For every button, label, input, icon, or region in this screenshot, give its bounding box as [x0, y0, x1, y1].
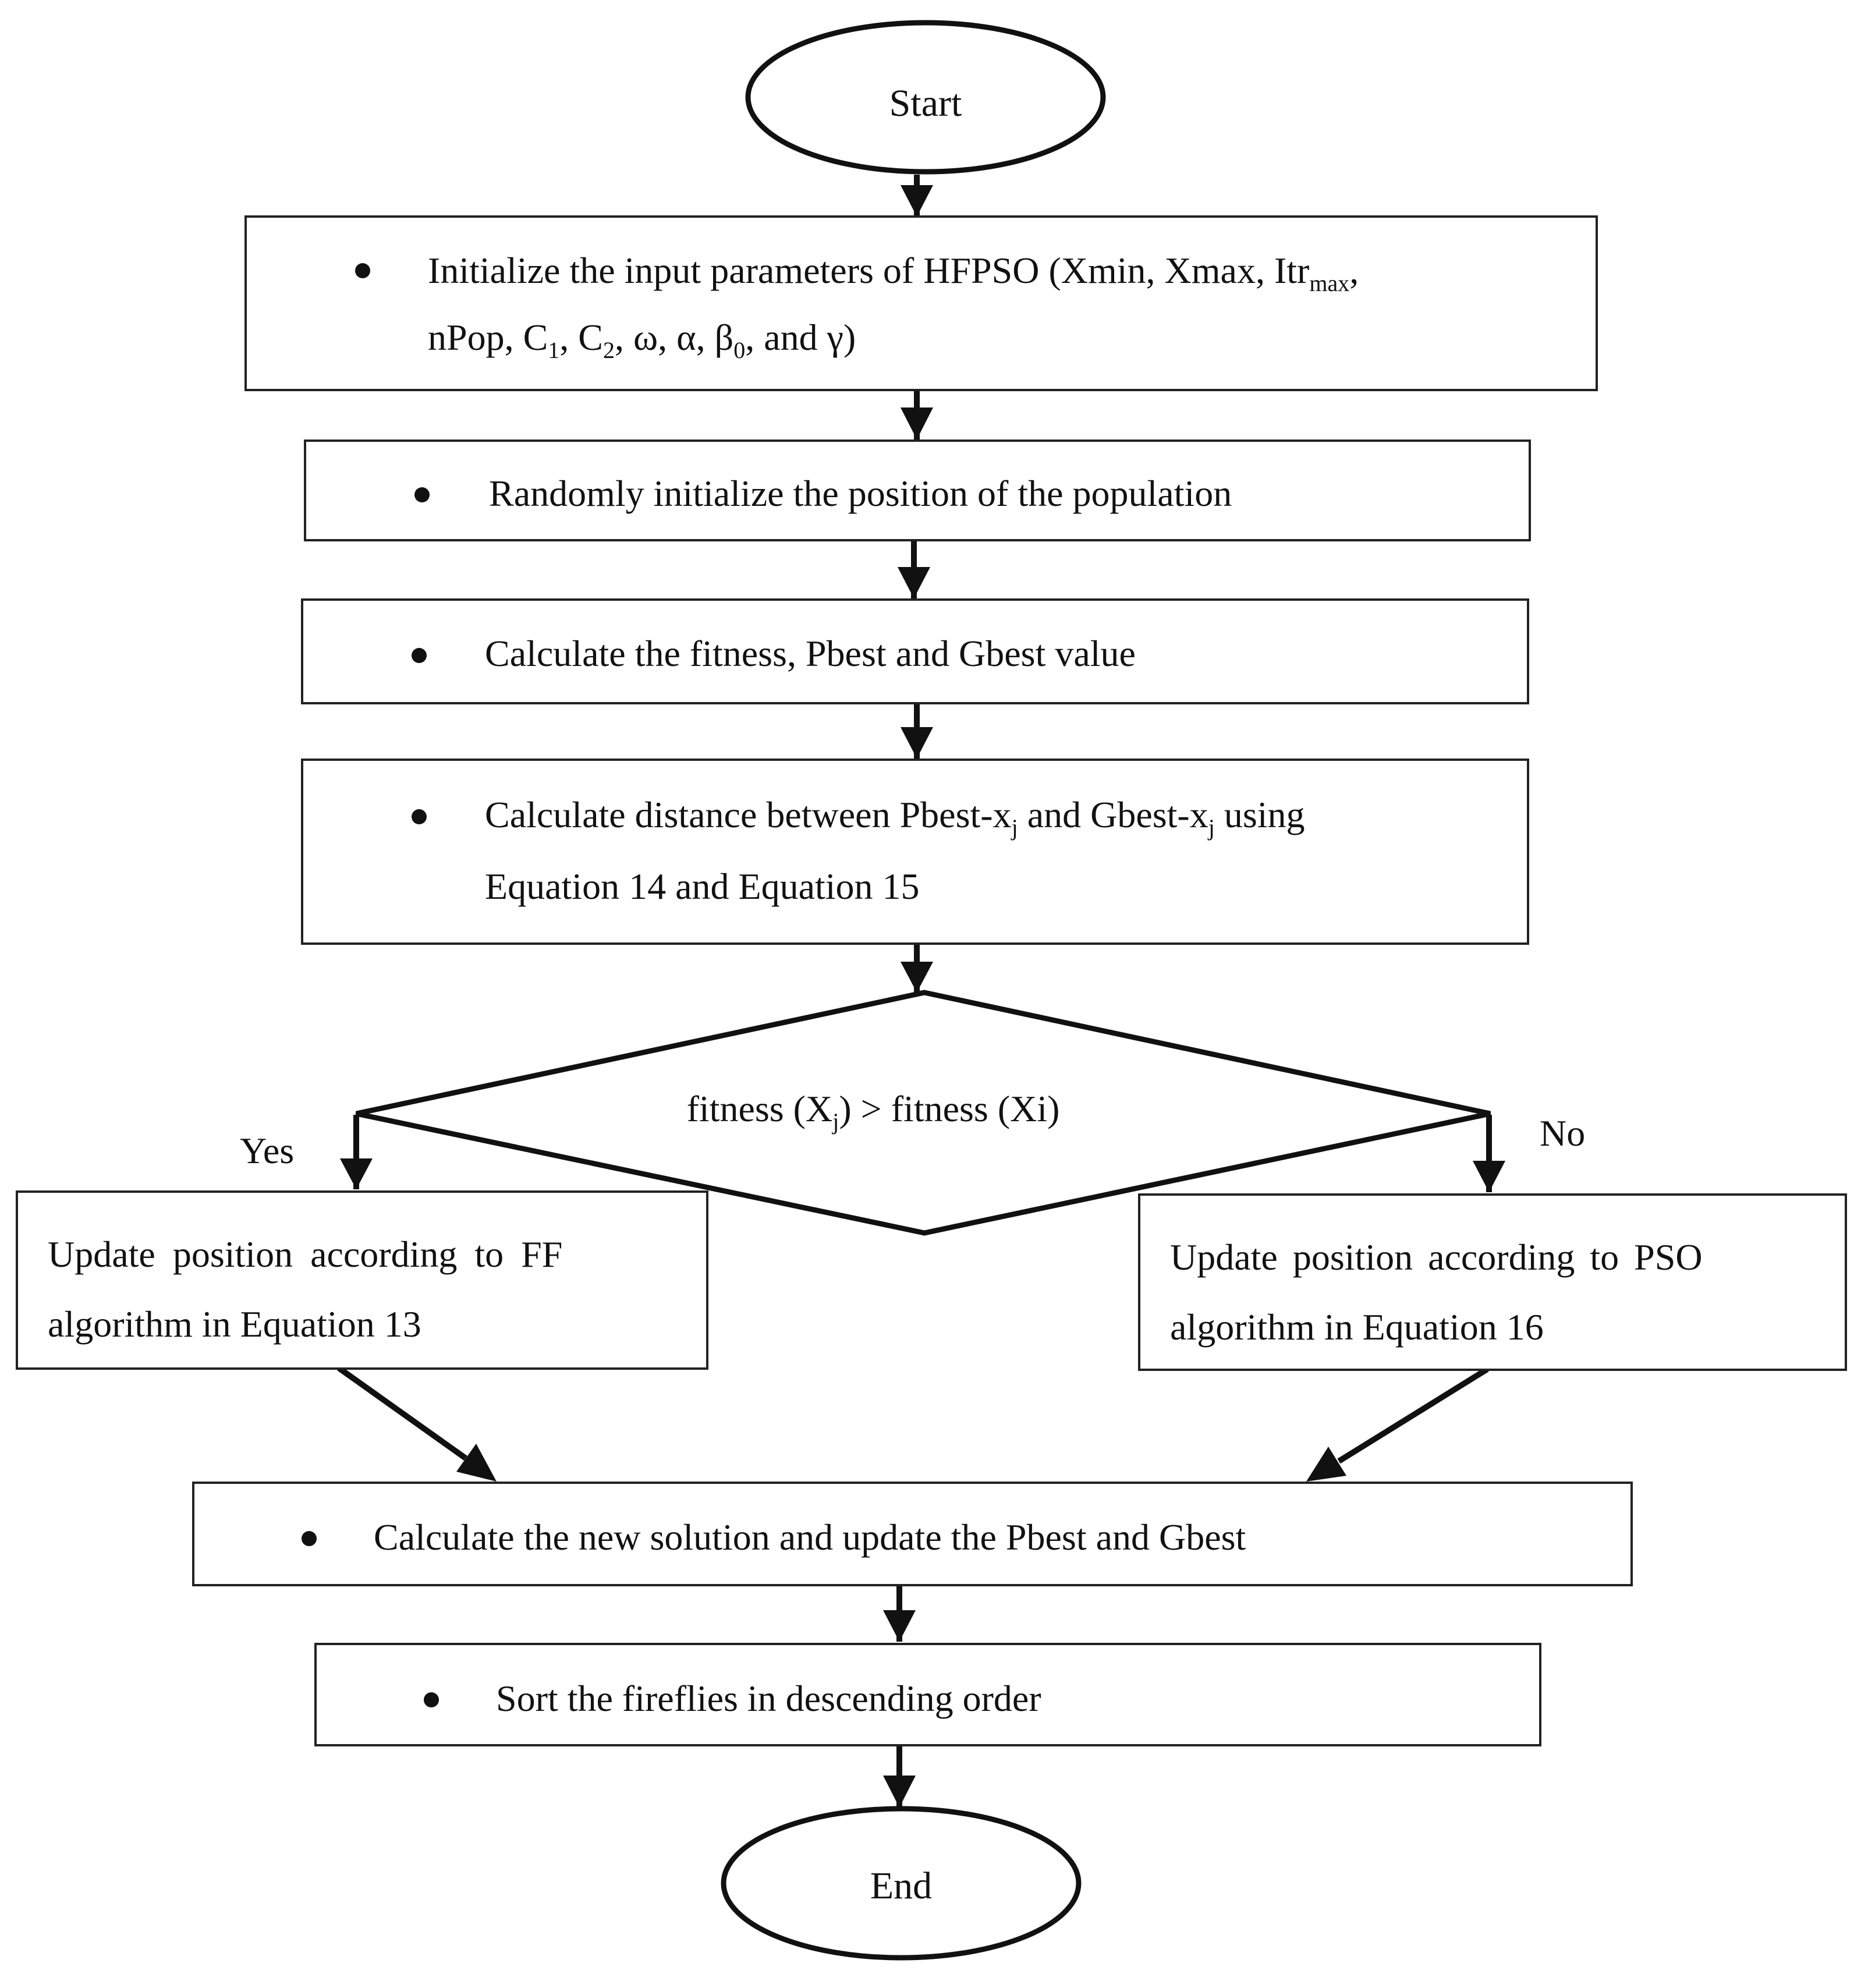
arrow-ff-to-new-solution	[337, 1365, 467, 1461]
bullet-icon	[355, 263, 370, 278]
bullet-icon	[424, 1692, 439, 1707]
update-pso-line1: Update position according to PSO	[1170, 1236, 1703, 1278]
yes-label: Yes	[240, 1130, 295, 1171]
no-label: No	[1540, 1112, 1586, 1154]
update-ff-line1: Update position according to FF	[48, 1234, 563, 1275]
start-label: Start	[889, 82, 962, 125]
calc-fitness-label: Calculate the fitness, Pbest and Gbest v…	[485, 633, 1136, 674]
update-pso-box	[1138, 1193, 1847, 1371]
sort-label: Sort the fireflies in descending order	[496, 1678, 1041, 1719]
sort-box	[314, 1643, 1541, 1746]
random-init-box	[304, 440, 1531, 541]
arrow-pso-to-new-solution	[1337, 1366, 1489, 1464]
init-parameters-box	[244, 215, 1598, 391]
bullet-icon	[412, 648, 427, 663]
init-parameters-line1: Initialize the input parameters of HFPSO…	[428, 250, 1359, 296]
end-oval	[721, 1806, 1082, 1961]
update-ff-box	[16, 1190, 708, 1370]
bullet-icon	[302, 1531, 317, 1546]
random-init-label: Randomly initialize the position of the …	[489, 473, 1232, 514]
end-label: End	[870, 1865, 933, 1907]
new-solution-label: Calculate the new solution and update th…	[374, 1516, 1246, 1558]
update-pso-line2: algorithm in Equation 16	[1170, 1306, 1544, 1348]
calc-distance-line1: Calculate distance between Pbest-xj and …	[485, 794, 1305, 841]
init-parameters-line2: nPop, C1, C2, ω, α, β0, and γ)	[428, 317, 856, 363]
decision-diamond	[356, 990, 1491, 1236]
bullet-icon	[414, 487, 430, 502]
bullet-icon	[412, 809, 427, 824]
decision-label: fitness (Xj) > fitness (Xi)	[686, 1088, 1060, 1135]
calc-distance-line2: Equation 14 and Equation 15	[485, 866, 920, 907]
update-ff-line2: algorithm in Equation 13	[48, 1303, 421, 1345]
new-solution-box	[192, 1482, 1633, 1586]
calc-distance-box	[301, 759, 1529, 945]
calc-fitness-box	[301, 598, 1529, 704]
start-oval	[745, 20, 1106, 175]
